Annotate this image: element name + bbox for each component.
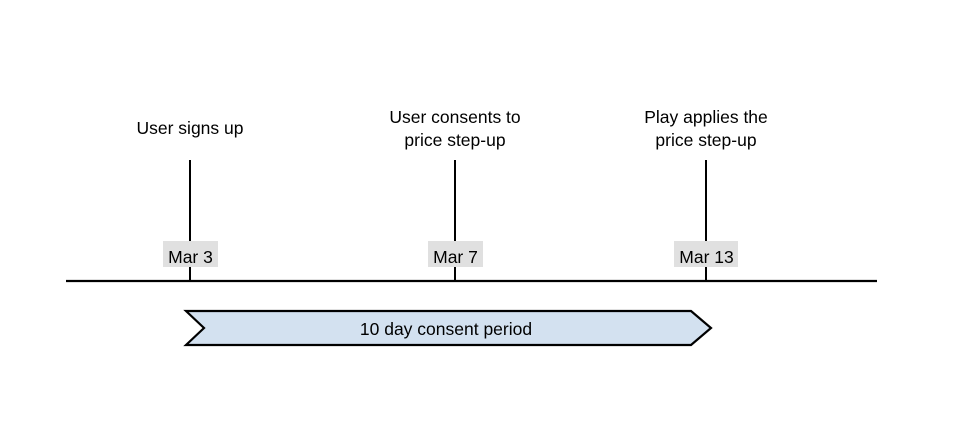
banner-arrow-shape bbox=[183, 309, 713, 347]
event-marker-apply: Play applies the price step-up Mar 13 bbox=[644, 107, 768, 281]
date-label-apply: Mar 13 bbox=[679, 247, 733, 267]
date-highlight-apply bbox=[674, 241, 738, 267]
date-label-signup: Mar 3 bbox=[168, 247, 213, 267]
event-label-signup-line-1: User signs up bbox=[137, 118, 244, 138]
event-label-consent-line-2: price step-up bbox=[404, 130, 505, 150]
event-marker-consent: User consents to price step-up Mar 7 bbox=[389, 107, 521, 281]
event-marker-signup: User signs up Mar 3 bbox=[137, 118, 244, 281]
date-highlight-consent bbox=[428, 241, 483, 267]
event-label-consent-line-1: User consents to bbox=[389, 107, 520, 127]
consent-period-banner: 10 day consent period bbox=[183, 309, 713, 347]
event-label-apply-line-2: price step-up bbox=[655, 130, 756, 150]
date-label-consent: Mar 7 bbox=[433, 247, 478, 267]
event-label-apply-line-1: Play applies the bbox=[644, 107, 768, 127]
date-highlight-signup bbox=[163, 241, 218, 267]
banner-label-text: 10 day consent period bbox=[360, 319, 532, 339]
